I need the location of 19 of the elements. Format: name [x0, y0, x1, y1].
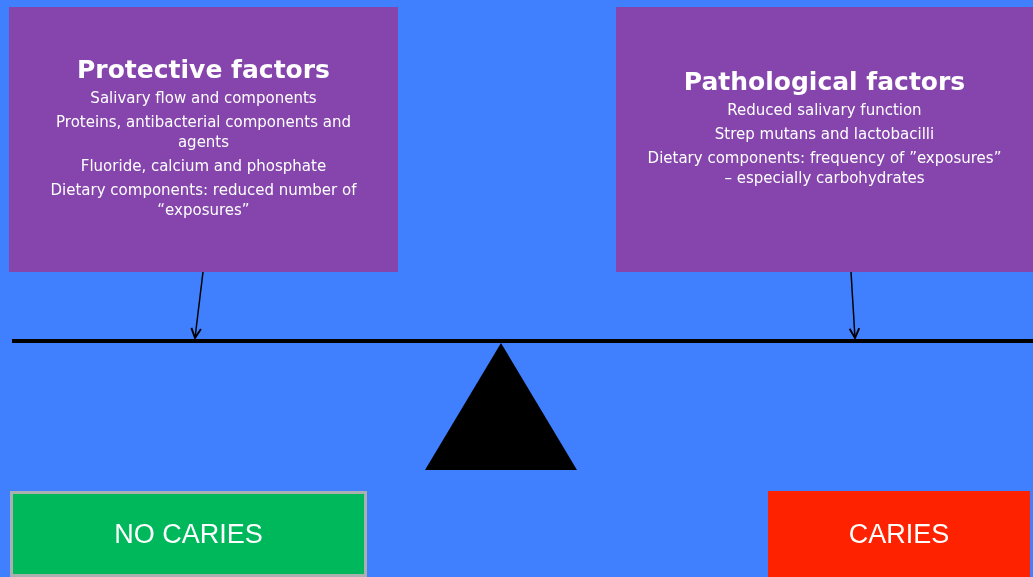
arrow: [848, 271, 861, 339]
factor-item: Dietary components: reduced number of “exposures”: [49, 180, 358, 220]
arrow: [190, 271, 204, 339]
factor-item: Proteins, antibacterial components and agents: [55, 112, 352, 152]
balance-beam: [12, 339, 1033, 343]
outcome-box: [10, 491, 367, 577]
fulcrum-triangle: [425, 343, 577, 470]
factor-item: Dietary components: frequency of ”exposures” – especially carbohydrates: [646, 148, 1003, 188]
outcome-label: CARIES: [848, 518, 950, 550]
panel-heading: Pathological factors: [682, 67, 967, 96]
factor-item: Fluoride, calcium and phosphate: [79, 156, 328, 176]
factor-item: Salivary flow and components: [89, 88, 318, 108]
outcome-label: NO CARIES: [114, 518, 263, 550]
factor-panel: [616, 7, 1033, 272]
factor-item: Reduced salivary function: [726, 100, 923, 120]
factor-panel: [9, 7, 398, 272]
panel-heading: Protective factors: [76, 55, 331, 84]
outcome-box: [768, 491, 1030, 577]
factor-item: Strep mutans and lactobacilli: [713, 124, 936, 144]
